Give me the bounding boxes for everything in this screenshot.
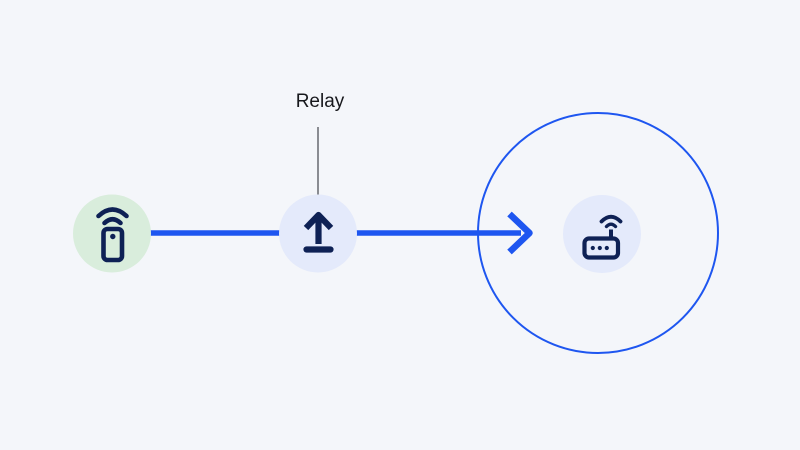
relay-label: Relay xyxy=(295,91,345,112)
remote-control-icon xyxy=(96,207,129,263)
router-node-circle xyxy=(563,195,641,273)
arrow-right-head-icon xyxy=(507,211,533,255)
wifi-router-icon xyxy=(582,214,623,260)
upload-arrow-icon xyxy=(303,211,334,253)
device-node-circle xyxy=(73,194,151,273)
